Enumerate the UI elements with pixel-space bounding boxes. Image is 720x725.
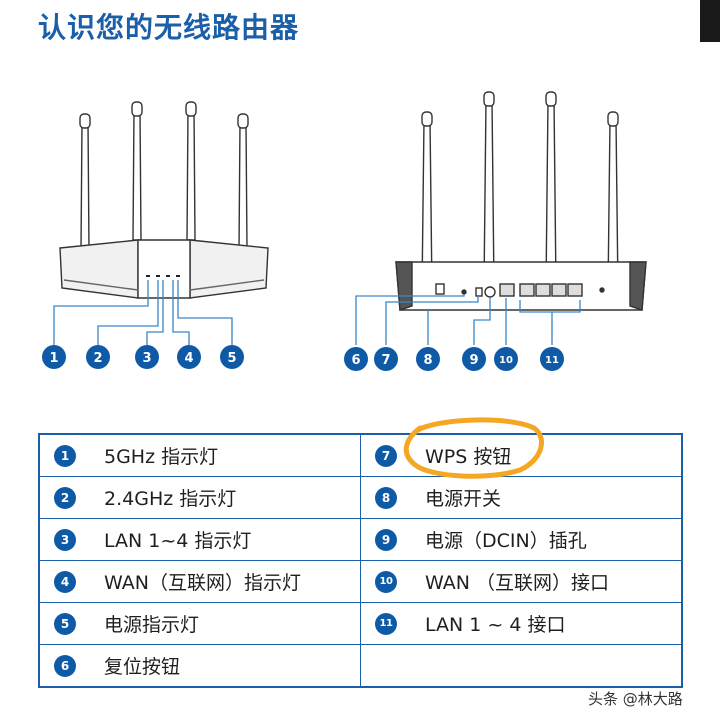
watermark: 头条 @林大路 (588, 690, 683, 708)
number-badge: 2 (54, 486, 76, 509)
legend-label: 2.4GHz 指示灯 (104, 488, 237, 510)
number-badge: 3 (54, 528, 76, 551)
svg-text:9: 9 (469, 353, 478, 368)
table-row: 2 2.4GHz 指示灯 8 电源开关 (38, 476, 683, 519)
number-badge: 11 (375, 612, 397, 635)
legend-cell: 11 LAN 1 ~ 4 接口 (360, 602, 683, 645)
svg-text:1: 1 (49, 351, 58, 366)
svg-text:3: 3 (142, 351, 151, 366)
number-badge: 9 (375, 528, 397, 551)
back-leader-lines (355, 294, 581, 345)
router-back-view: 6 7 8 9 10 11 (344, 91, 647, 371)
table-row: 3 LAN 1~4 指示灯 9 电源（DCIN）插孔 (38, 518, 683, 561)
legend-label: 电源（DCIN）插孔 (425, 530, 587, 552)
back-antennas (421, 91, 619, 293)
svg-text:4: 4 (184, 351, 193, 366)
legend-cell: 1 5GHz 指示灯 (38, 433, 361, 477)
number-badge: 5 (54, 612, 76, 635)
number-badge: 8 (375, 486, 397, 509)
router-front-view: 1 2 3 4 5 (42, 101, 269, 369)
page-title: 认识您的无线路由器 (38, 11, 300, 44)
legend-label: 5GHz 指示灯 (104, 446, 219, 468)
callout-2: 2 (86, 345, 110, 369)
table-row: 4 WAN（互联网）指示灯 10 WAN （互联网）接口 (38, 560, 683, 603)
legend-label: LAN 1 ~ 4 接口 (425, 614, 566, 636)
number-badge: 10 (375, 570, 397, 593)
legend-label: WAN（互联网）指示灯 (104, 572, 301, 594)
callout-4: 4 (177, 345, 201, 369)
callout-8: 8 (416, 347, 440, 371)
legend-label: WPS 按钮 (425, 446, 512, 468)
router-diagram: 1 2 3 4 5 (42, 91, 647, 371)
callout-7: 7 (374, 347, 398, 371)
legend-cell: 6 复位按钮 (38, 644, 361, 688)
table-row: 5 电源指示灯 11 LAN 1 ~ 4 接口 (38, 602, 683, 645)
highlight-circle (403, 417, 544, 479)
callout-5: 5 (220, 345, 244, 369)
legend-cell: 5 电源指示灯 (38, 602, 361, 645)
number-badge: 7 (375, 444, 397, 467)
svg-text:11: 11 (545, 355, 559, 366)
callout-10: 10 (494, 347, 518, 371)
legend-label: 电源指示灯 (104, 614, 200, 636)
callout-3: 3 (135, 345, 159, 369)
svg-text:7: 7 (381, 353, 390, 368)
callout-6: 6 (344, 347, 368, 371)
number-badge: 4 (54, 570, 76, 593)
legend-cell: 10 WAN （互联网）接口 (360, 560, 683, 603)
legend-cell-empty (360, 644, 683, 688)
number-badge: 6 (54, 654, 76, 677)
svg-text:6: 6 (351, 353, 360, 368)
legend-label: LAN 1~4 指示灯 (104, 530, 252, 552)
front-antennas (79, 101, 249, 251)
legend-cell: 8 电源开关 (360, 476, 683, 519)
front-body (59, 239, 269, 299)
svg-text:5: 5 (227, 351, 236, 366)
callout-11: 11 (540, 347, 564, 371)
corner-tab (700, 0, 720, 42)
callout-9: 9 (462, 347, 486, 371)
callout-1: 1 (42, 345, 66, 369)
front-leader-lines (53, 280, 233, 345)
legend-cell: 3 LAN 1~4 指示灯 (38, 518, 361, 561)
legend-cell: 4 WAN（互联网）指示灯 (38, 560, 361, 603)
svg-text:2: 2 (93, 351, 102, 366)
legend-label: WAN （互联网）接口 (425, 572, 609, 594)
svg-text:8: 8 (423, 353, 432, 368)
legend-cell: 9 电源（DCIN）插孔 (360, 518, 683, 561)
table-row: 6 复位按钮 (38, 644, 683, 688)
number-badge: 1 (54, 444, 76, 467)
svg-text:10: 10 (499, 355, 513, 366)
legend-label: 电源开关 (425, 488, 502, 510)
legend-cell: 2 2.4GHz 指示灯 (38, 476, 361, 519)
back-body (395, 261, 647, 311)
table-row: 1 5GHz 指示灯 7 WPS 按钮 (38, 433, 683, 477)
legend-label: 复位按钮 (104, 656, 181, 678)
